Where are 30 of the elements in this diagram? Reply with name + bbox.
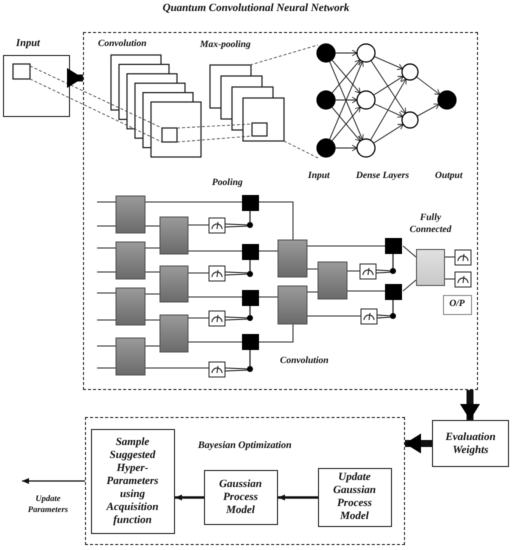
process-box — [204, 470, 278, 524]
arrow — [22, 478, 85, 484]
node-heading: Fully Connected — [408, 212, 452, 236]
node-text: O/P — [448, 298, 466, 311]
block-arrow — [460, 390, 480, 420]
diagram-title: Quantum Convolutional Neural Network — [162, 2, 350, 14]
arrow — [278, 494, 318, 500]
process-box — [318, 468, 392, 526]
block-arrow — [67, 68, 83, 88]
arrow — [175, 494, 204, 500]
section-label: Convolution — [280, 356, 329, 367]
node-text: Sample Suggested Hyper-Parameters using Acquisition function — [105, 436, 160, 526]
section-label: Pooling — [212, 178, 243, 189]
node-text: Update Gaussian Process Model — [332, 471, 377, 523]
section-label: Input — [308, 171, 330, 182]
section-label: Convolution — [98, 39, 147, 50]
node-text: Gaussian Process Model — [218, 478, 263, 516]
process-box — [90, 428, 174, 534]
container-heading: Bayesian Optimization — [198, 440, 292, 451]
output-box — [442, 294, 472, 314]
node-heading: Input — [15, 38, 42, 49]
block-arrow — [405, 434, 432, 454]
section-label: Output — [435, 171, 462, 182]
process-box — [432, 420, 509, 467]
bayesian-optimization-container — [85, 417, 405, 545]
edge-label: Update Parameters — [26, 493, 70, 515]
node-text: Evaluation Weights — [444, 430, 497, 456]
section-label: Dense Layers — [356, 171, 410, 182]
qcnn-container — [83, 32, 478, 390]
section-label: Max-pooling — [200, 40, 251, 51]
